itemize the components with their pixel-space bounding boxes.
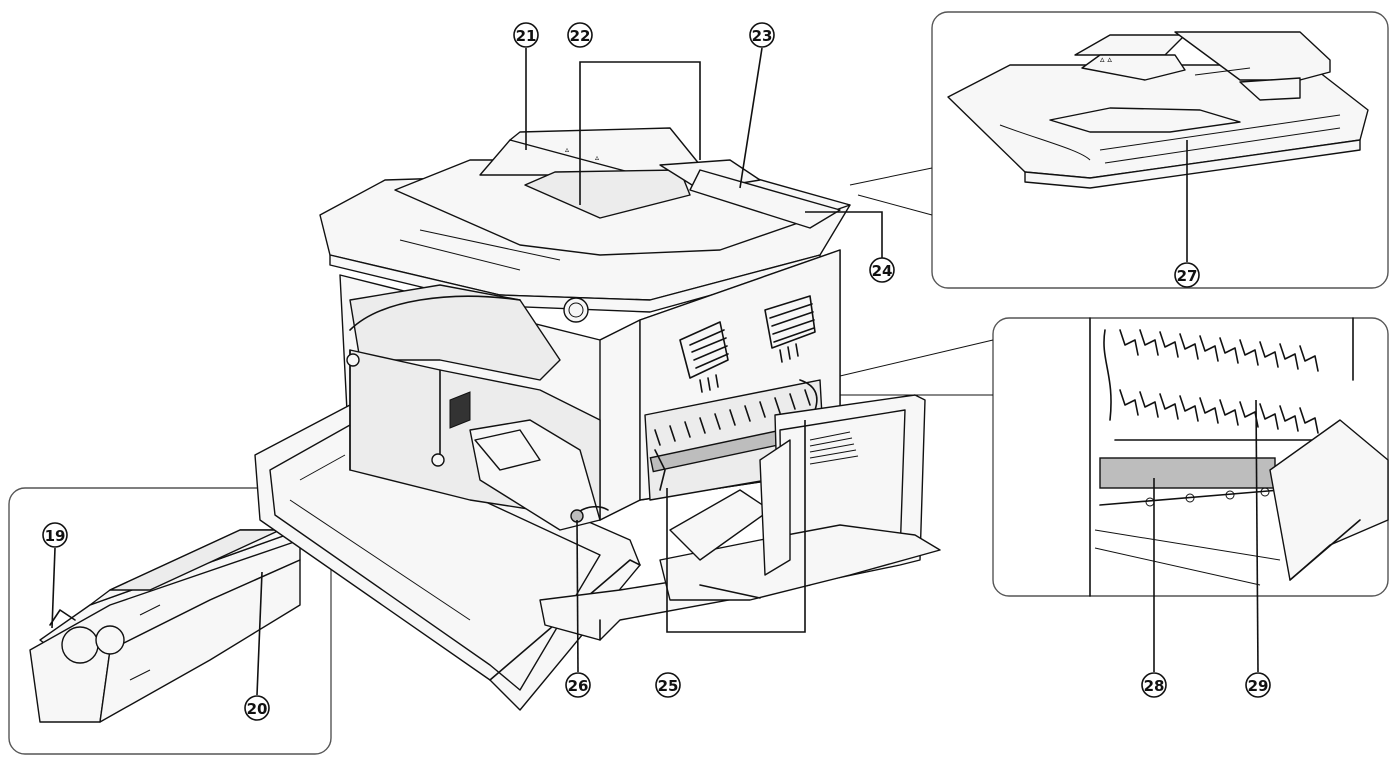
leader-lines: [51, 47, 1259, 696]
leader-29: [1255, 399, 1259, 673]
callout-26-label: 26: [568, 677, 589, 695]
callout-23: 23: [749, 22, 775, 48]
callout-25-label: 25: [658, 677, 679, 695]
inset-fusing-unit: [822, 317, 1389, 597]
callout-25: 25: [655, 672, 681, 698]
leader-25: [666, 420, 806, 633]
inset-pointer-line: [857, 194, 933, 216]
callout-28-label: 28: [1144, 677, 1165, 695]
leader-24: [805, 211, 883, 258]
callout-24-label: 24: [872, 262, 893, 280]
leader-22: [579, 61, 701, 205]
fusing-roller: [1099, 457, 1276, 489]
callout-24: 24: [869, 257, 895, 283]
leader-19: [51, 547, 56, 629]
callout-19-label: 19: [45, 527, 66, 545]
callout-22: 22: [567, 22, 593, 48]
leader-26: [576, 519, 579, 673]
svg-text:▵: ▵: [595, 153, 599, 162]
callout-28: 28: [1141, 672, 1167, 698]
callout-21-label: 21: [516, 27, 537, 45]
leader-23: [739, 47, 763, 189]
callout-21: 21: [513, 22, 539, 48]
callout-23-label: 23: [752, 27, 773, 45]
inset-toner-cartridge: [8, 459, 486, 755]
svg-text:▵: ▵: [565, 145, 569, 154]
callout-26: 26: [565, 672, 591, 698]
inset-pointer-line: [849, 167, 933, 186]
document-feeder-drawing: ▵ ▵: [947, 31, 1369, 189]
callout-20: 20: [244, 695, 270, 721]
callout-27-label: 27: [1177, 267, 1198, 285]
svg-text:▵ ▵: ▵ ▵: [1100, 55, 1112, 65]
toner-cartridge-drawing: [29, 529, 301, 723]
inset-pointer-line: [822, 339, 994, 381]
callout-20-label: 20: [247, 700, 268, 718]
callout-22-label: 22: [570, 27, 591, 45]
callout-29: 29: [1245, 672, 1271, 698]
callout-19: 19: [42, 522, 68, 548]
leader-20: [256, 571, 263, 696]
callout-27: 27: [1174, 262, 1200, 288]
fusing-unit-drawing: [1089, 317, 1389, 597]
inset-document-feeder: ▵ ▵: [849, 11, 1389, 289]
copier-main-drawing: ▵ ▵: [254, 127, 941, 711]
callout-29-label: 29: [1248, 677, 1269, 695]
